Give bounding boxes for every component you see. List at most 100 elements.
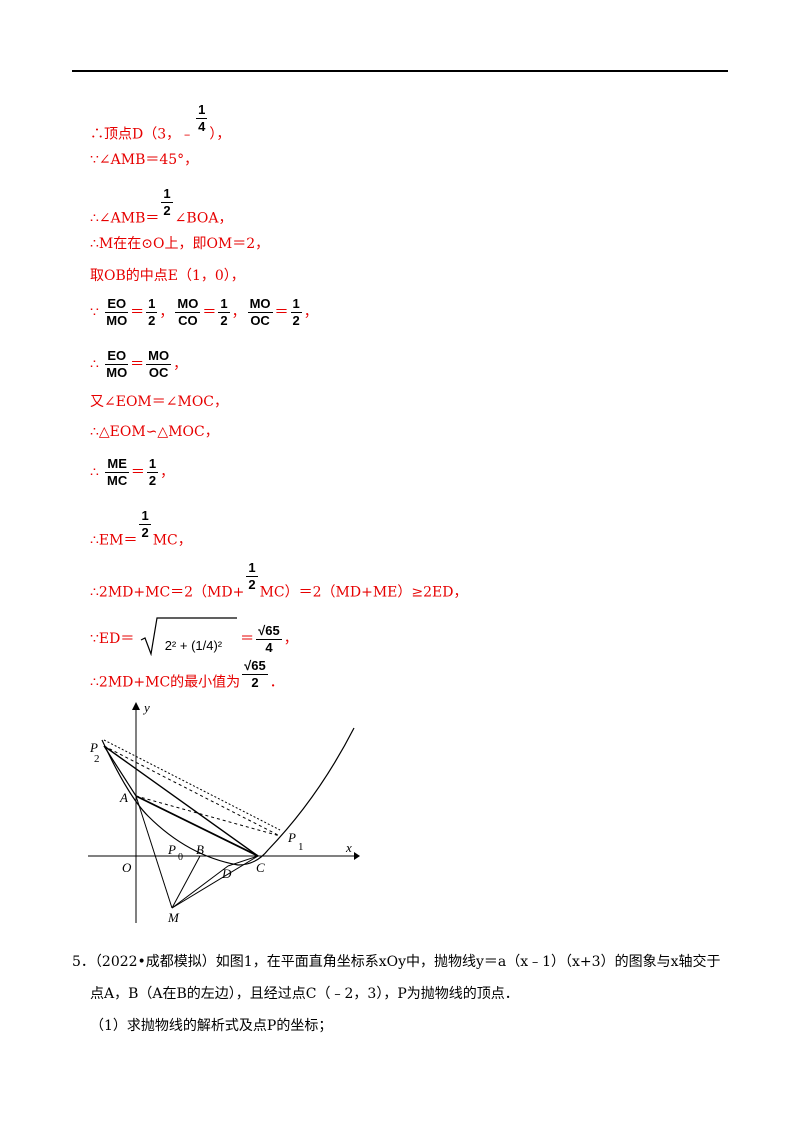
label-p2: P [89, 740, 98, 755]
segment-d-c [227, 855, 259, 867]
text: ， [303, 304, 318, 321]
segment-m-b [171, 855, 201, 909]
denominator: 4 [265, 639, 273, 655]
text: MC， [152, 532, 192, 549]
label-x: x [345, 840, 352, 855]
numerator: EO [105, 296, 129, 313]
denominator: 2 [248, 577, 256, 592]
text: ∴2MD+MC＝2（MD+ [90, 584, 245, 601]
denominator: MO [106, 313, 128, 328]
denominator: 2 [251, 675, 259, 690]
label-p1: P [287, 830, 296, 845]
text: ＝ [130, 304, 145, 321]
text: ， [159, 304, 174, 321]
dashed-upper [103, 739, 281, 831]
numerator: MO [247, 296, 273, 313]
text: ∴2MD+MC的最小值为 [90, 674, 241, 691]
numerator: MO [175, 296, 201, 313]
text: ∵∠AMB＝45°， [90, 152, 199, 168]
segment-p2-a [103, 745, 137, 797]
solution-line-9: ∴△EOM∽△MOC， [90, 422, 219, 442]
numerator: EO [105, 348, 129, 365]
text: ， [173, 356, 188, 373]
denominator: 2 [220, 313, 228, 328]
header-rule [72, 70, 728, 72]
segment-a-c [135, 795, 259, 857]
text: 点A，B（A在B的左边），且经过点C（﹣2，3），P为抛物线的顶点． [90, 986, 519, 1002]
numerator: 1 [139, 508, 151, 525]
parabola-diagram: y x O A B C D M P 0 P 1 P 2 [88, 700, 360, 925]
numerator: MO [146, 348, 172, 365]
text: ）， [209, 126, 231, 143]
text: ∴M在在⊙O上，即OM＝2， [90, 236, 270, 252]
text: ＝ [130, 464, 145, 481]
denominator: OC [148, 365, 169, 380]
question-5-line-1: 5．（2022•成都模拟）如图1，在平面直角坐标系xOy中，抛物线y＝a（x﹣1… [72, 952, 720, 972]
denominator: 2 [148, 313, 156, 328]
numerator: 1 [161, 186, 173, 203]
denominator: 4 [198, 119, 206, 134]
text: ∴ [90, 356, 99, 373]
x-axis-arrow [354, 852, 360, 860]
numerator: 1 [196, 102, 208, 119]
denominator: 2 [163, 203, 171, 218]
text: ＝ [130, 356, 145, 373]
label-o: O [122, 860, 132, 875]
solution-line-8: 又∠EOM＝∠MOC， [90, 392, 228, 412]
text: ∴∠AMB＝ [90, 210, 160, 227]
text: ＝ [202, 304, 217, 321]
segment-a-m [135, 795, 173, 909]
y-axis-arrow [132, 702, 140, 710]
text: ∠BOA， [174, 210, 233, 227]
numerator: 1 [146, 456, 159, 473]
parabola-curve [101, 727, 355, 866]
text: （1）求抛物线的解析式及点P的坐标； [90, 1018, 333, 1034]
text: ∴△EOM∽△MOC， [90, 424, 219, 440]
solution-line-4: ∴M在在⊙O上，即OM＝2， [90, 234, 269, 254]
text: ∵ED＝ [90, 631, 135, 647]
label-m: M [167, 910, 180, 925]
numerator: 1 [246, 560, 258, 577]
label-p0: P [167, 842, 176, 857]
text: ＝ [274, 304, 289, 321]
solution-line-5: 取OB的中点E（1，0）， [90, 266, 245, 286]
denominator: CO [178, 313, 198, 328]
label-b: B [196, 842, 204, 857]
segment-m-c [171, 855, 259, 909]
numerator: √65 [242, 658, 268, 675]
square-root-expression: 2² + (1/4)² [139, 616, 300, 662]
text: ， [231, 304, 246, 321]
numerator: 1 [146, 296, 158, 313]
numerator: 1 [218, 296, 230, 313]
text: 又∠EOM＝∠MOC， [90, 394, 229, 410]
numerator: ME [105, 456, 129, 473]
numerator: √65 [256, 622, 282, 640]
label-c: C [256, 860, 265, 875]
radical-sign [140, 617, 237, 657]
label-a: A [119, 790, 128, 805]
denominator: OC [250, 313, 270, 328]
text: ． [269, 674, 284, 691]
text: ∵ [90, 304, 99, 321]
denominator: MC [107, 473, 128, 488]
dashed-a-p1 [135, 795, 281, 837]
label-d: D [221, 866, 232, 881]
